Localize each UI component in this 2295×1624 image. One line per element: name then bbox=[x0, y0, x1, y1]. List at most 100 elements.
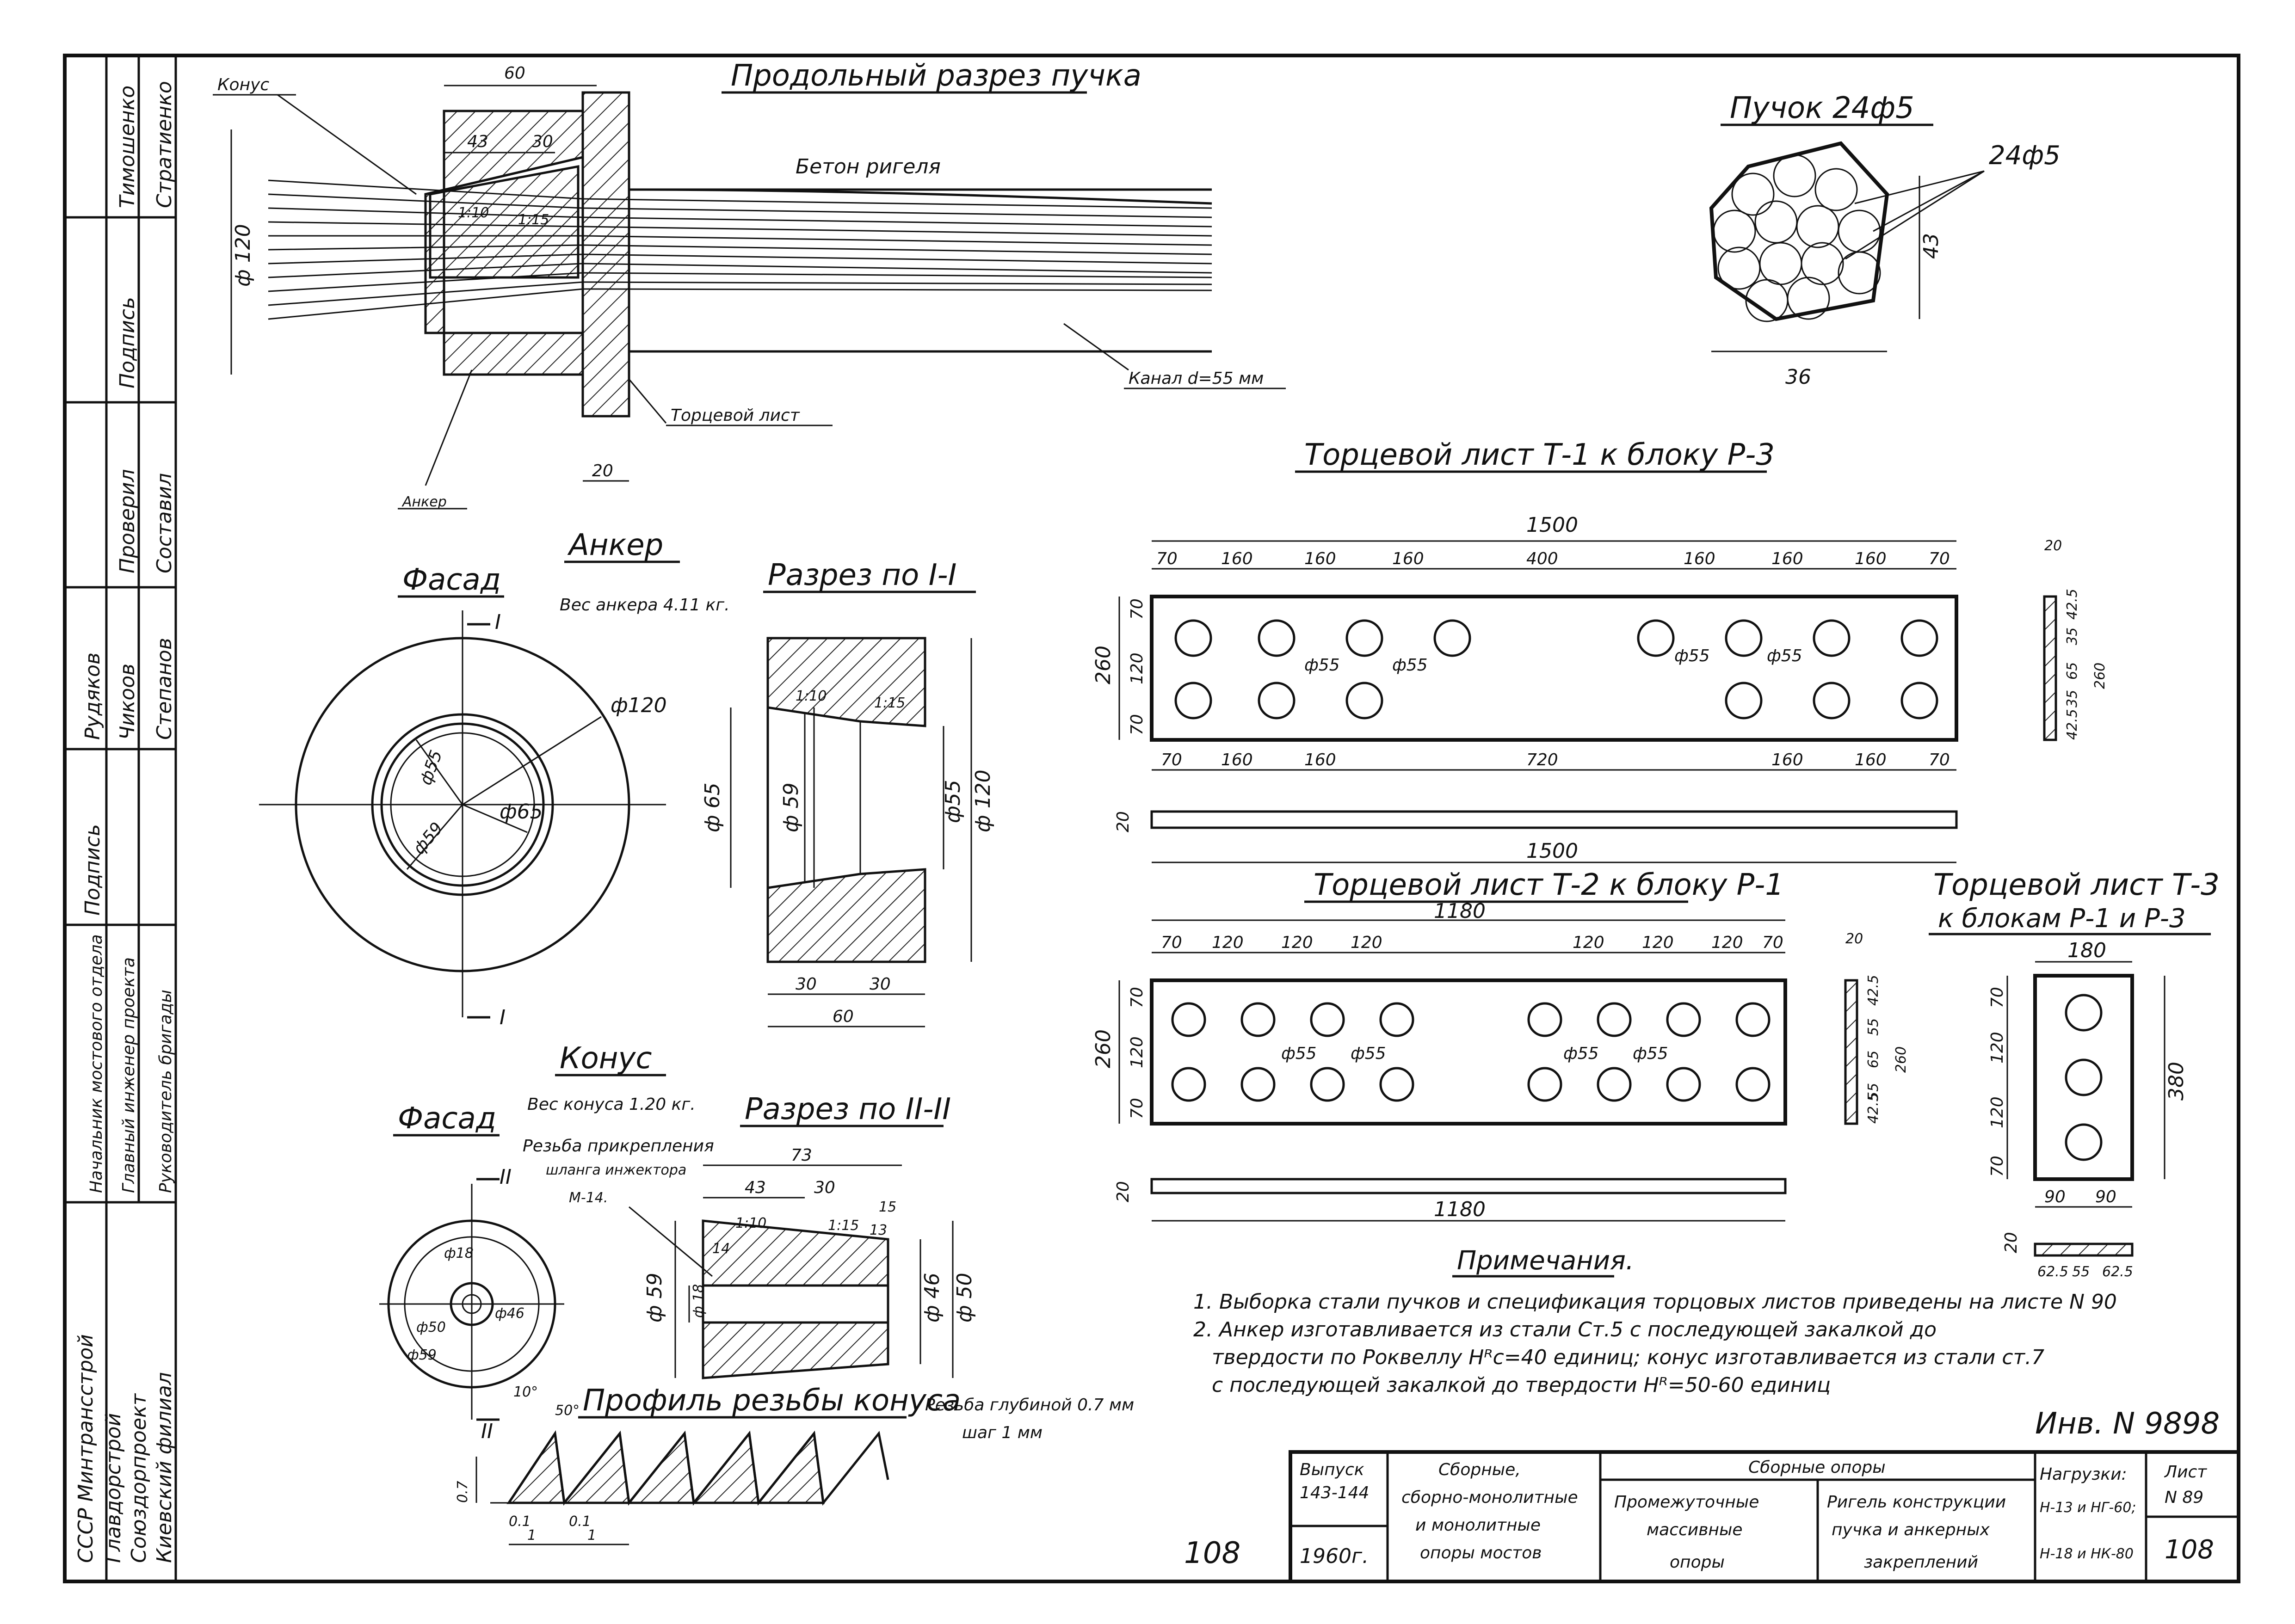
subject-line-2: пучка и анкерных bbox=[1832, 1520, 1990, 1539]
note-line-3: твердости по Роквеллу Hᴿc=40 единиц; кон… bbox=[1212, 1346, 2044, 1369]
stamp-org-2: Главдорстрой bbox=[102, 1413, 125, 1563]
sheet-number: N 89 bbox=[2165, 1488, 2203, 1507]
t1-t20: 20 bbox=[1114, 811, 1133, 832]
cone-d43: 43 bbox=[745, 1178, 766, 1197]
t3-side-625b: 62.5 bbox=[2102, 1264, 2133, 1280]
cone-facade-phi46: ф46 bbox=[495, 1305, 524, 1322]
series-line-1: Сборные, bbox=[1438, 1460, 1521, 1479]
t3-hole bbox=[2065, 1123, 2103, 1161]
cone-s-phi46: ф 46 bbox=[920, 1273, 944, 1323]
thread-d01a: 0.1 bbox=[509, 1513, 531, 1530]
thread-d01b: 0.1 bbox=[569, 1513, 591, 1530]
t1-bottom-dim: 160 bbox=[1771, 750, 1803, 769]
cone-mark-II-bottom: II bbox=[481, 1420, 493, 1443]
note-line-4: с последующей закалкой до твердости Hᴿ=5… bbox=[1212, 1373, 1831, 1397]
plate-t2: Торцевой лист Т-2 к блоку Р-1 1180 70 12… bbox=[1092, 868, 1909, 1222]
page-number: 108 bbox=[2165, 1535, 2214, 1565]
t3-hole bbox=[2065, 994, 2103, 1032]
stamp-name-5: Степанов bbox=[153, 638, 176, 740]
anchor-label: Анкер bbox=[401, 494, 447, 510]
t1-side-260: 260 bbox=[2092, 663, 2108, 689]
t2-phi55-1: ф55 bbox=[1281, 1044, 1317, 1063]
cone-s-phi59: ф 59 bbox=[643, 1273, 666, 1323]
t1-top-dim: 160 bbox=[1771, 549, 1803, 568]
end-plate-label: Торцевой лист bbox=[671, 406, 800, 425]
issue-label: Выпуск bbox=[1300, 1460, 1364, 1479]
bundle-section: Пучок 24ф5 24ф5 43 36 bbox=[1709, 91, 2061, 389]
t2-top-dim: 120 bbox=[1573, 933, 1604, 952]
t1-bottom-dim: 160 bbox=[1221, 750, 1253, 769]
thread-d1b: 1 bbox=[587, 1527, 596, 1544]
t2-phi55-2: ф55 bbox=[1351, 1044, 1386, 1063]
konus-label: Конус bbox=[217, 75, 269, 94]
t3-h380: 380 bbox=[2165, 1062, 2188, 1101]
type-line-2: массивные bbox=[1647, 1520, 1743, 1539]
cone-s-phi18: ф 18 bbox=[691, 1284, 707, 1318]
t1-side-35b: 35 bbox=[2064, 690, 2080, 707]
cone-section-title: Разрез по II-II bbox=[745, 1092, 951, 1126]
thread-note-1: Резьба прикрепления bbox=[523, 1137, 714, 1156]
t3-w180: 180 bbox=[2067, 939, 2106, 962]
t2-side-55b: 55 bbox=[1865, 1083, 1882, 1101]
cone-d14: 14 bbox=[712, 1241, 730, 1257]
t2-side-425a: 42.5 bbox=[1865, 975, 1882, 1006]
cone-sl2: 1:15 bbox=[828, 1218, 859, 1234]
note-line-1: 1. Выборка стали пучков и спецификация т… bbox=[1193, 1290, 2117, 1314]
t1-bottom-dim: 720 bbox=[1526, 750, 1558, 769]
t2-top-dim: 120 bbox=[1281, 933, 1313, 952]
thread-note-3: М-14. bbox=[569, 1190, 608, 1206]
anchor-section: Разрез по I-I 1:10 1:15 ф 65 ф 59 ф55 ф … bbox=[701, 558, 995, 1027]
thread-d07: 0.7 bbox=[455, 1481, 471, 1503]
cone-d30: 30 bbox=[814, 1178, 835, 1197]
sec-phi59: ф 59 bbox=[779, 782, 803, 832]
t1-bottom-total: 1500 bbox=[1526, 839, 1578, 863]
t1-phi55-4: ф55 bbox=[1767, 646, 1802, 665]
bundle-wire-circles bbox=[1713, 154, 1881, 322]
anchor-section-title: Разрез по I-I bbox=[768, 558, 956, 592]
page-number-left: 108 bbox=[1184, 1536, 1240, 1570]
t2-holes bbox=[1171, 1002, 1771, 1102]
stamp-name-4: Чикоов bbox=[116, 664, 139, 740]
t2-side-260: 260 bbox=[1893, 1046, 1909, 1073]
t1-phi55-1: ф55 bbox=[1304, 656, 1340, 675]
t3-t20: 20 bbox=[2002, 1232, 2021, 1253]
t1-phi55-3: ф55 bbox=[1674, 646, 1710, 665]
stamp-name-2: Стратиенко bbox=[153, 81, 176, 208]
phi-120-long: ф 120 bbox=[231, 224, 255, 287]
slope-1-10: 1:10 bbox=[458, 205, 489, 221]
t2-top-dim: 70 bbox=[1161, 933, 1182, 952]
t2-left-120: 120 bbox=[1128, 1036, 1147, 1068]
series-line-3: и монолитные bbox=[1415, 1516, 1541, 1535]
cone-d15: 15 bbox=[879, 1199, 896, 1215]
sec-slope-1-10: 1:10 bbox=[796, 688, 827, 704]
type-line-3: опоры bbox=[1670, 1553, 1725, 1572]
anchor-phi120: ф120 bbox=[611, 694, 667, 717]
bundle-title: Пучок 24ф5 bbox=[1730, 91, 1914, 125]
subject-line-3: закреплений bbox=[1864, 1553, 1978, 1572]
cone-facade-phi18: ф18 bbox=[444, 1245, 474, 1261]
cone-weight: Вес конуса 1.20 кг. bbox=[527, 1095, 696, 1114]
t3-left-120a: 120 bbox=[1988, 1032, 2007, 1064]
bundle-dim-36: 36 bbox=[1785, 365, 1811, 389]
stamp-label-sign-2: Подпись bbox=[81, 824, 105, 916]
issue-year: 1960г. bbox=[1300, 1544, 1369, 1568]
long-section: Продольный разрез пучка Конус 60 43 30 1… bbox=[213, 59, 1286, 510]
t1-bottom-dims: 70 160 160 720 160 160 70 bbox=[1161, 750, 1950, 769]
t1-top-dim: 160 bbox=[1221, 549, 1253, 568]
t1-bottom-dim: 160 bbox=[1304, 750, 1336, 769]
t1-bottom-dim: 70 bbox=[1929, 750, 1950, 769]
stamp-org-3: Союздорпроект bbox=[127, 1393, 151, 1563]
stamp-org-1: СССР Минтрансстрой bbox=[74, 1334, 98, 1563]
anchor-phi59: ф59 bbox=[409, 819, 447, 858]
t2-left-70a: 70 bbox=[1128, 987, 1147, 1008]
loads-line-1: Н-13 и НГ-60; bbox=[2040, 1500, 2136, 1516]
series-line-2: сборно-монолитные bbox=[1401, 1488, 1578, 1507]
t3-side-625a: 62.5 bbox=[2037, 1264, 2068, 1280]
t1-left-120: 120 bbox=[1128, 652, 1147, 684]
note-line-2: 2. Анкер изготавливается из стали Ст.5 с… bbox=[1193, 1318, 1937, 1341]
t1-side-425a: 42.5 bbox=[2064, 589, 2080, 620]
anchor-mark-I-bottom: I bbox=[500, 1006, 506, 1029]
stamp-name-1: Тимошенко bbox=[116, 86, 139, 208]
t1-top-dim: 70 bbox=[1929, 549, 1950, 568]
